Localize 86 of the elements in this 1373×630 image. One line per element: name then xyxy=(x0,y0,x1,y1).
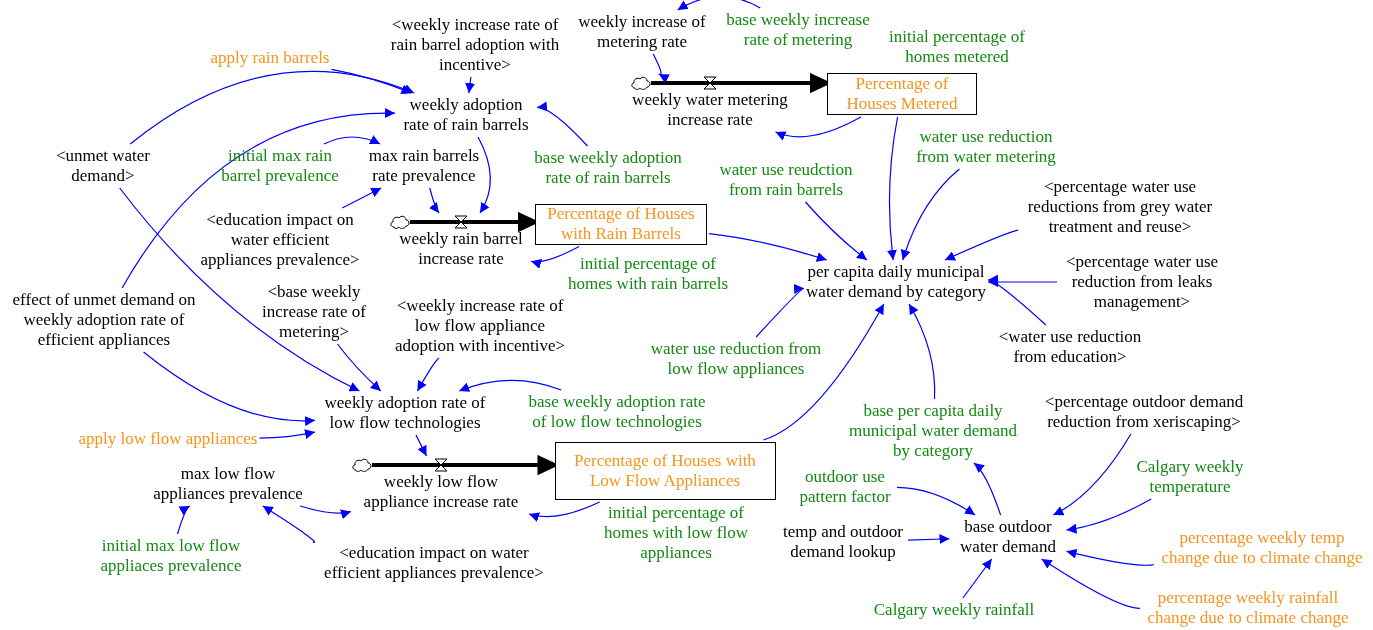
arrow xyxy=(299,505,352,519)
arrow xyxy=(762,303,885,441)
variable-label: apply rain barrels xyxy=(210,48,330,68)
arrow xyxy=(416,357,440,392)
variable-label: percentage weekly rainfall change due to climate change xyxy=(1142,588,1354,628)
variable-label: <weekly increase rate of low flow appliance adoption with incentive> xyxy=(389,296,571,356)
variable-label: base outdoor water demand xyxy=(951,517,1065,557)
arrow xyxy=(429,187,440,214)
variable-label: initial percentage of homes metered xyxy=(881,27,1033,67)
arrow xyxy=(901,168,960,261)
variable-label: temp and outdoor demand lookup xyxy=(780,522,906,562)
cloud-icon xyxy=(390,214,410,230)
arrow xyxy=(907,534,951,545)
variable-label: <unmet water demand> xyxy=(51,146,155,186)
arrow xyxy=(530,245,580,269)
variable-label: Calgary weekly temperature xyxy=(1131,457,1249,497)
arrow xyxy=(465,76,476,94)
arrow xyxy=(129,70,415,145)
variable-label: initial max low flow appliaces prevalence xyxy=(93,536,249,576)
arrow xyxy=(458,379,562,393)
arrow xyxy=(262,505,315,543)
variable-label: percentage weekly temp change due to climate change xyxy=(1156,528,1368,568)
flow-rate-label: weekly rain barrel increase rate xyxy=(398,229,524,269)
arrow xyxy=(1041,558,1141,609)
cloud-icon xyxy=(631,75,651,91)
stock-box: Percentage of Houses Metered xyxy=(827,73,977,115)
arrow xyxy=(528,501,601,522)
variable-label: weekly adoption rate of rain barrels xyxy=(397,95,535,135)
variable-label: weekly adoption rate of low flow technologies xyxy=(317,393,493,433)
arrow xyxy=(121,108,396,289)
arrow xyxy=(774,116,862,141)
arrow xyxy=(908,303,936,400)
arrow xyxy=(336,343,382,392)
variable-label: base weekly adoption rate of low flow technologies xyxy=(522,392,712,432)
arrow xyxy=(415,434,428,457)
arrow xyxy=(896,486,976,516)
variable-label: <percentage water use reductions from grey water treatment and reuse> xyxy=(1020,177,1220,237)
arrow xyxy=(1065,548,1155,566)
arrow xyxy=(944,229,1019,261)
arrow xyxy=(119,187,361,392)
variable-label: apply low flow appliances xyxy=(78,429,258,449)
variable-label: <base weekly increase rate of metering> xyxy=(256,282,372,342)
arrow xyxy=(887,116,899,261)
arrow xyxy=(804,201,868,261)
arrow xyxy=(652,53,670,83)
variable-label: <percentage water use reduction from leaks management> xyxy=(1059,252,1225,312)
variable-label: Calgary weekly rainfall xyxy=(873,600,1035,620)
stock-box: Percentage of Houses with Rain Barrels xyxy=(535,203,707,245)
variable-label: max low flow appliances prevalence xyxy=(145,464,311,504)
variable-label: water use reduction from low flow appliances xyxy=(644,339,828,379)
variable-label: water use reduction from water metering xyxy=(911,127,1061,167)
arrow xyxy=(973,462,1002,516)
flow-rate-label: weekly low flow appliance increase rate xyxy=(362,472,520,512)
variable-label: effect of unmet demand on weekly adoption rate of efficient appliances xyxy=(7,290,201,350)
arrow xyxy=(708,232,828,262)
variable-label: max rain barrels rate prevalence xyxy=(366,146,482,186)
variable-label: <education impact on water efficient appliances prevalence> xyxy=(315,543,553,583)
arrow xyxy=(477,136,491,214)
variable-label: water use reudction from rain barrels xyxy=(713,160,859,200)
arrow xyxy=(962,558,993,599)
arrow xyxy=(677,0,761,11)
variable-label: initial percentage of homes with low flow appliances xyxy=(598,503,754,563)
arrow xyxy=(1052,433,1132,516)
arrow xyxy=(536,102,589,147)
variable-label: <education impact on water efficient appliances prevalence> xyxy=(194,210,366,270)
variable-label: <percentage outdoor demand reduction from xeriscaping> xyxy=(1038,392,1250,432)
variable-label: per capita daily municipal water demand by category xyxy=(806,262,986,302)
cloud-icon xyxy=(352,457,372,473)
variable-label: <water use reduction from education> xyxy=(992,327,1148,367)
arrow xyxy=(341,187,382,209)
arrow xyxy=(1065,498,1152,534)
stock-box: Percentage of Houses with Low Flow Appliances xyxy=(554,442,776,500)
variable-label: <weekly increase rate of rain barrel adoption with incentive> xyxy=(382,15,568,75)
variable-label: weekly increase of metering rate xyxy=(569,12,715,52)
arrow xyxy=(755,287,805,338)
arrow xyxy=(987,276,1047,326)
arrow xyxy=(142,351,316,426)
flow-rate-label: weekly water metering increase rate xyxy=(631,90,789,130)
variable-label: base weekly adoption rate of rain barrels xyxy=(526,148,690,188)
arrow xyxy=(258,429,316,439)
variable-label: base per capita daily municipal water demand by category xyxy=(843,401,1023,461)
variable-label: outdoor use pattern factor xyxy=(795,467,895,507)
arrow xyxy=(323,135,381,145)
arrow xyxy=(176,505,191,535)
variable-label: initial percentage of homes with rain barrels xyxy=(559,254,737,294)
variable-label: base weekly increase rate of metering xyxy=(718,10,878,50)
